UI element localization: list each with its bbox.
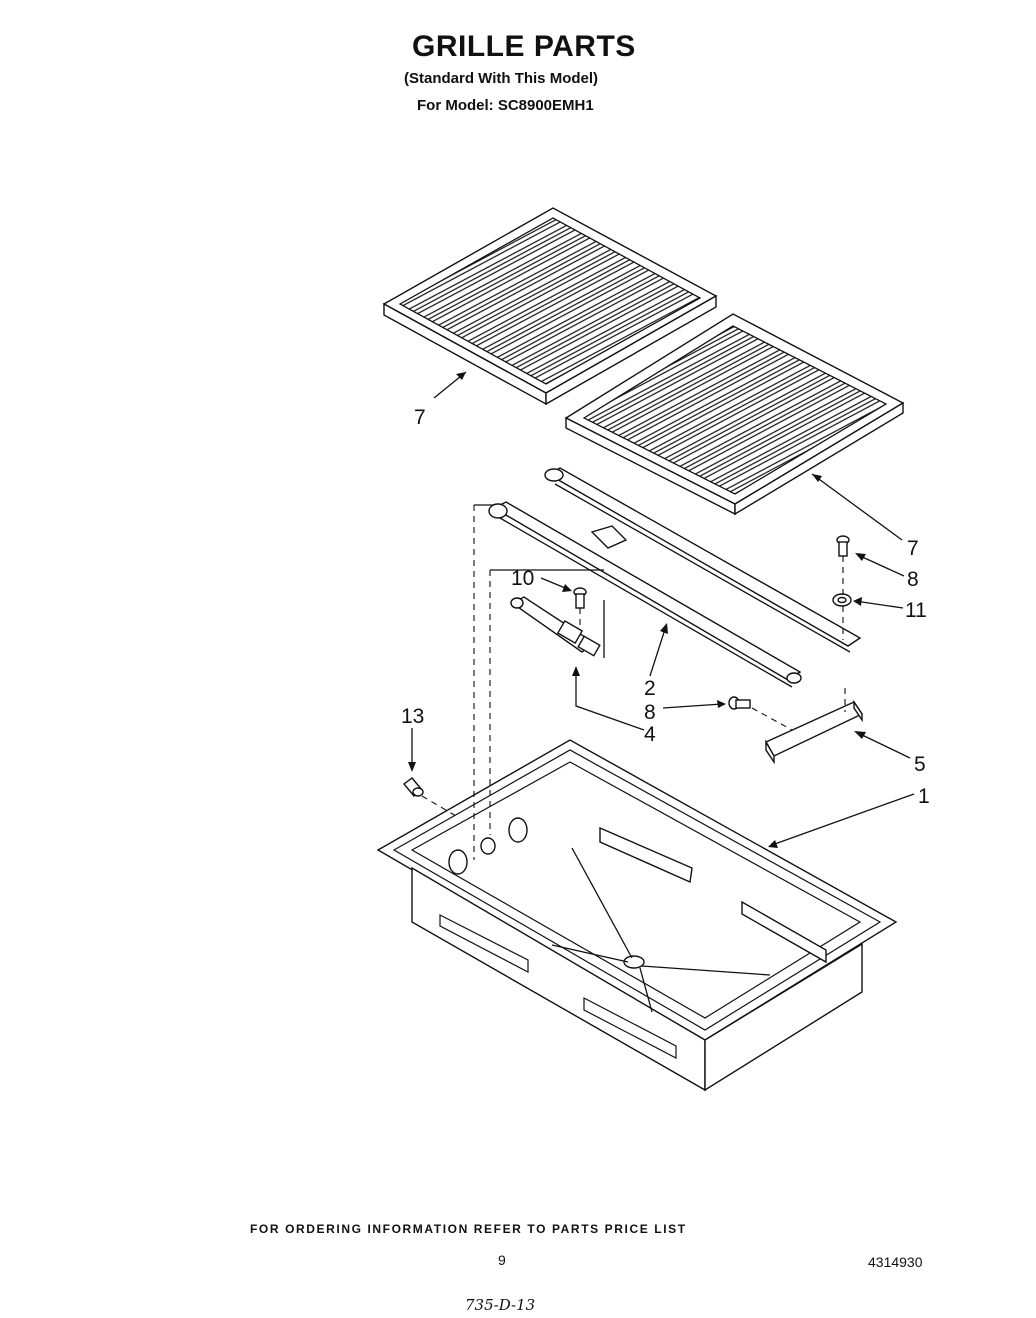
callout-10: 10 xyxy=(511,567,534,590)
callout-13: 13 xyxy=(401,705,424,728)
ordering-note: FOR ORDERING INFORMATION REFER TO PARTS … xyxy=(250,1222,687,1236)
screw-8-mid xyxy=(728,696,751,710)
callout-11: 11 xyxy=(905,599,927,622)
callout-5: 5 xyxy=(914,753,926,776)
callout-7-right: 7 xyxy=(907,537,919,560)
handwritten-note: 735-D-13 xyxy=(465,1296,536,1314)
washer-11 xyxy=(832,593,852,607)
bracket-5 xyxy=(765,699,864,765)
model-number: For Model: SC8900EMH1 xyxy=(417,97,594,114)
screw-10 xyxy=(573,587,587,609)
callout-4: 4 xyxy=(644,723,656,746)
page-number: 9 xyxy=(498,1252,506,1268)
page-subtitle: (Standard With This Model) xyxy=(404,70,599,87)
callout-1: 1 xyxy=(918,785,930,808)
callout-8-top: 8 xyxy=(907,568,919,591)
document-number: 4314930 xyxy=(868,1254,923,1270)
callout-8-mid: 8 xyxy=(644,701,656,724)
assembly-guide-lines xyxy=(421,504,846,860)
screw-8-top xyxy=(836,535,850,557)
page-title: GRILLE PARTS xyxy=(412,30,636,63)
callout-leaders xyxy=(408,371,915,848)
drip-pan-1 xyxy=(376,739,898,1092)
grille-left xyxy=(382,207,718,406)
callout-7-left: 7 xyxy=(414,406,426,429)
callout-2: 2 xyxy=(644,677,656,700)
grille-right xyxy=(564,313,905,516)
callout-labels: 7 7 8 11 10 2 8 4 13 5 1 xyxy=(401,406,930,808)
element-rail-upper xyxy=(544,467,862,653)
terminal-4 xyxy=(510,596,601,657)
part-13 xyxy=(402,777,424,797)
heating-element-2 xyxy=(488,501,802,688)
